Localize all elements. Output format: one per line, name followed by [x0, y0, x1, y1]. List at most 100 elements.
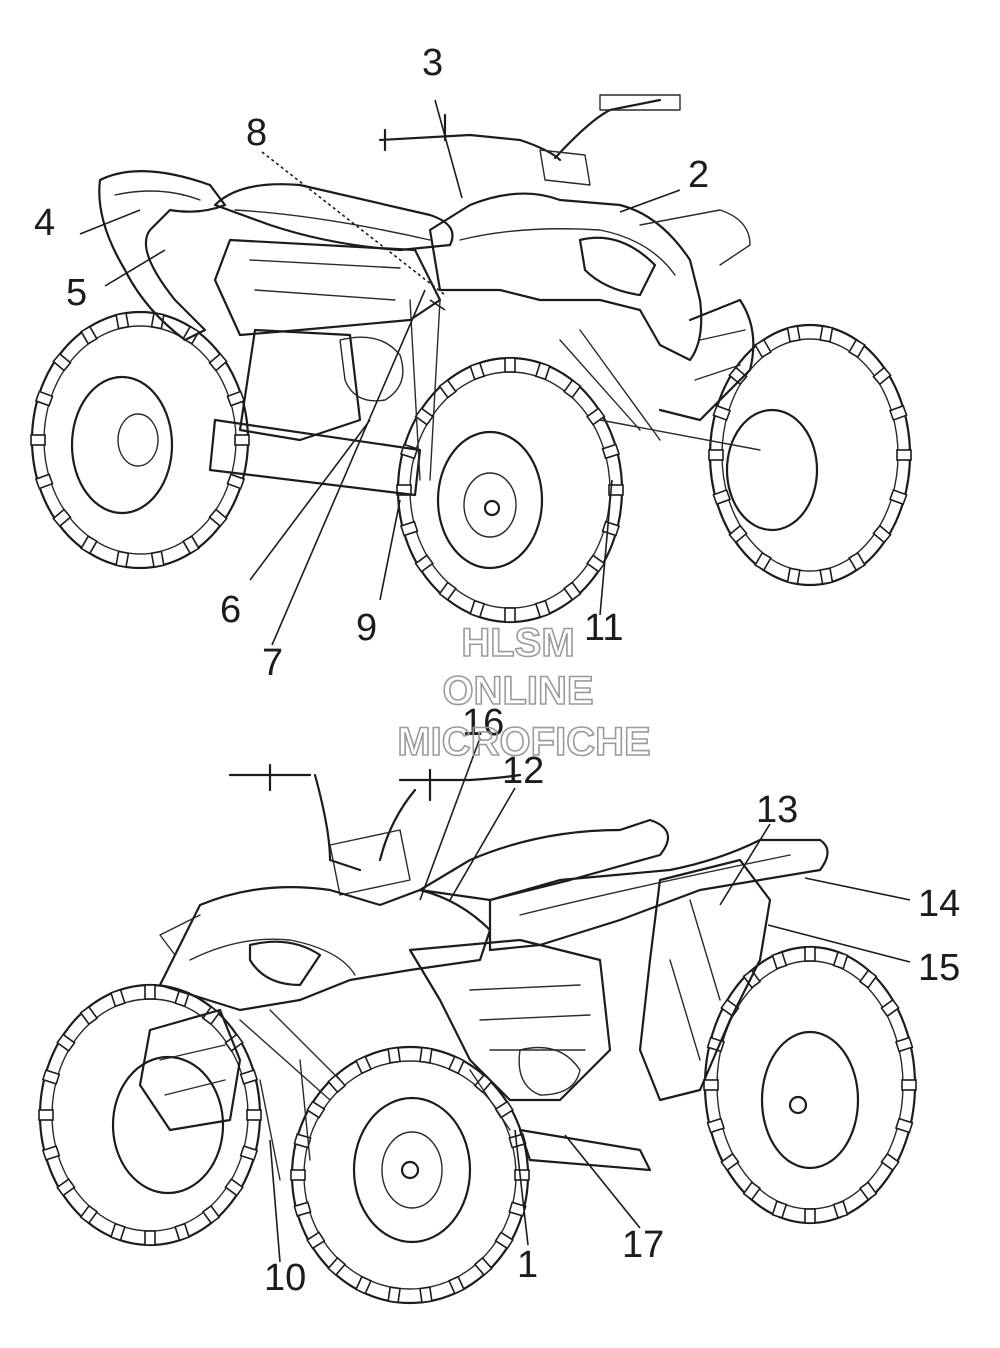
callout-10: 10 [264, 1257, 306, 1299]
tire-tread-lug [819, 567, 834, 585]
callout-15: 15 [918, 947, 960, 989]
atv-top-drawing [30, 94, 912, 624]
tire-tread-lug [720, 1152, 740, 1172]
tire-tread-lug [563, 379, 582, 399]
tire-tread-lug [504, 357, 516, 373]
tire-tread-lug [703, 1079, 719, 1091]
tire-tread-lug [872, 366, 892, 386]
tire-tread-lug [399, 520, 419, 537]
tire-tread-lug [306, 1231, 326, 1250]
atv-bottom-drawing [38, 763, 917, 1305]
tire-tread-lug [728, 524, 748, 544]
tire-tread-lug [804, 946, 816, 962]
tire-tread-lug [182, 535, 200, 555]
tire-tread-lug [888, 488, 908, 506]
tire-tread-lug [858, 969, 878, 989]
tire-tread-lug [414, 554, 434, 573]
tire-tread-lug [848, 551, 866, 572]
tire-tread-lug [109, 1222, 126, 1242]
tire-tread-lug [41, 1145, 61, 1161]
callout-2: 2 [688, 154, 709, 196]
tire-tread-lug [896, 449, 912, 461]
tire-tread-lug [804, 1208, 816, 1224]
tire-tread-lug [894, 1036, 914, 1053]
tire-tread-lug [534, 361, 551, 381]
callout-3: 3 [422, 42, 443, 84]
tire-tread-lug [226, 473, 246, 490]
tire-tread-lug [504, 607, 516, 623]
tire-tread-lug [601, 520, 621, 537]
tire-tread-lug [872, 524, 892, 544]
tire-tread-lug [728, 366, 748, 386]
tire-tread-lug [354, 1275, 373, 1295]
watermark-line-1: HLSM [461, 621, 574, 665]
tire-tread-lug [52, 352, 72, 372]
tire-tread-lug [208, 508, 228, 528]
tire-tread-lug [239, 1069, 259, 1085]
tire-tread-lug [419, 1046, 433, 1064]
tire-tread-lug [880, 1152, 900, 1172]
tire-tread-lug [79, 1005, 99, 1026]
watermark-line-2: ONLINE [442, 669, 593, 713]
callout-6: 6 [220, 589, 241, 631]
tire-tread-lug [293, 1133, 312, 1149]
tire-tread-lug [144, 1230, 156, 1246]
callout-16: 16 [462, 702, 504, 744]
callout-labels: 3 8 2 4 5 6 9 11 7 16 12 13 14 15 17 1 1… [34, 42, 960, 1299]
tire-tread-lug [438, 581, 457, 601]
tire-tread-lug [52, 508, 72, 528]
tire-tread-lug [447, 1055, 466, 1075]
callout-12: 12 [502, 750, 544, 792]
tire-tread-lug [239, 1145, 259, 1161]
tire-tread-lug [30, 434, 46, 446]
tire-tread-lug [79, 1204, 99, 1225]
callout-9: 9 [356, 607, 377, 649]
tire-tread-lug [469, 361, 486, 381]
tire-tread-lug [563, 581, 582, 601]
watermark-line-3: MICROFICHE [397, 720, 650, 764]
tire-tread-lug [115, 312, 130, 330]
tire-tread-lug [208, 352, 228, 372]
tire-tread-lug [419, 1286, 433, 1304]
tire-tread-lug [754, 338, 772, 359]
tire-tread-lug [447, 1275, 466, 1295]
tire-tread-lug [586, 407, 606, 426]
tire-tread-lug [832, 1200, 849, 1219]
tire-tread-lug [174, 1222, 191, 1242]
tire-tread-lug [712, 404, 732, 422]
tire-tread-lug [494, 1231, 514, 1250]
tire-tread-lug [771, 1200, 788, 1219]
rear-wheel-bottom [703, 945, 917, 1225]
tire-tread-lug [387, 1046, 401, 1064]
tire-tread-lug [754, 551, 772, 572]
tire-tread-lug [742, 969, 762, 989]
tire-tread-lug [786, 567, 801, 585]
tire-tread-lug [586, 554, 606, 573]
front-right-wheel-top [708, 323, 912, 587]
tire-tread-lug [601, 443, 621, 460]
tire-tread-lug [819, 325, 834, 343]
tire-tread-lug [41, 1069, 61, 1085]
tire-tread-lug [246, 1109, 262, 1121]
tire-tread-lug [708, 449, 724, 461]
watermark: HLSM ONLINE MICROFICHE [397, 620, 652, 765]
front-left-wheel-top [396, 356, 624, 624]
tire-tread-lug [327, 1256, 347, 1277]
tire-tread-lug [224, 1178, 244, 1197]
tire-tread-lug [712, 488, 732, 506]
tire-tread-lug [832, 951, 849, 970]
tire-tread-lug [514, 1169, 530, 1181]
tire-tread-lug [888, 404, 908, 422]
callout-13: 13 [756, 789, 798, 831]
callout-11: 11 [584, 607, 623, 649]
tire-tread-lug [469, 599, 486, 619]
tire-tread-lug [150, 550, 165, 568]
front-right-wheel-bottom [290, 1045, 530, 1305]
tire-tread-lug [608, 484, 624, 496]
rear-left-wheel-top [30, 310, 250, 570]
tire-tread-lug [706, 1117, 726, 1134]
tire-tread-lug [473, 1256, 493, 1277]
tire-tread-lug [901, 1079, 917, 1091]
